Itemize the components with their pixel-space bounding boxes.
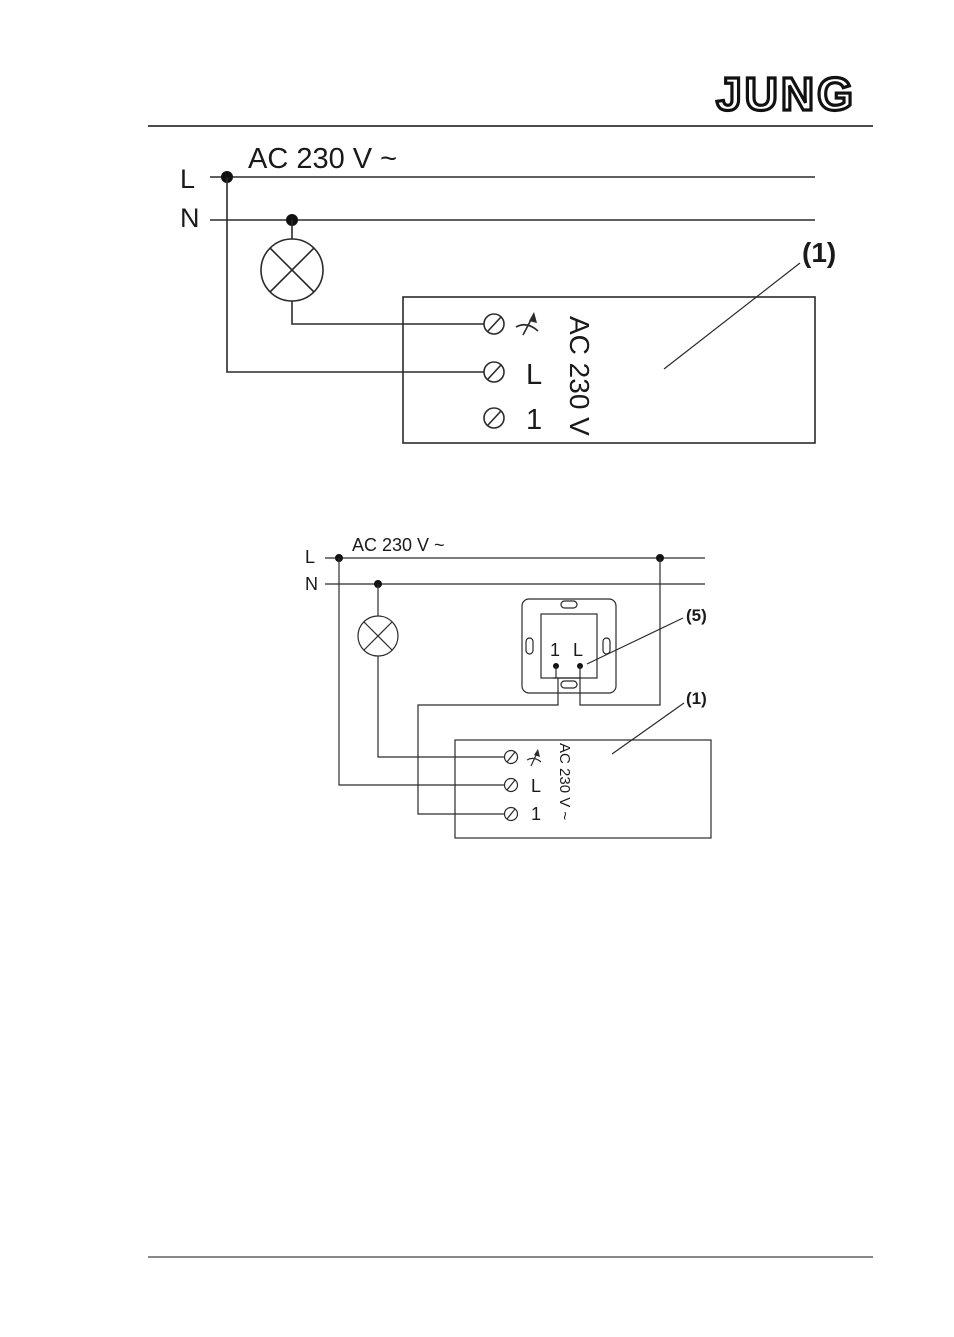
callout-leader	[586, 617, 684, 665]
supply-label: AC 230 V ~	[248, 143, 397, 175]
callout-label: (1)	[802, 237, 836, 268]
wiring-diagram-top: AC 230 V ~ L N	[180, 143, 836, 444]
screw-terminal-icon	[483, 361, 505, 383]
terminal-label: 1	[531, 804, 541, 824]
screw-terminal-icon	[503, 749, 519, 765]
extension-terminal-label: 1	[550, 640, 560, 660]
lamp-icon	[357, 615, 399, 657]
callout-leader	[611, 702, 685, 755]
actuator-device	[402, 296, 816, 444]
callout-label-extension: (5)	[686, 606, 707, 625]
screw-terminal-icon	[483, 407, 505, 429]
jung-logo: JUNG	[714, 66, 856, 121]
callout-label-device: (1)	[686, 689, 707, 708]
neutral-label: N	[305, 574, 318, 594]
jung-logo-text: JUNG	[716, 68, 856, 120]
terminal-label: L	[531, 776, 541, 796]
neutral-label: N	[180, 203, 200, 233]
actuator-device	[454, 739, 712, 839]
supply-label: AC 230 V ~	[352, 535, 445, 555]
line-label: L	[180, 164, 195, 194]
line-label: L	[305, 547, 315, 567]
device-voltage-label: AC 230 V ~	[556, 743, 573, 820]
lamp-icon	[260, 238, 324, 302]
screw-terminal-icon	[503, 806, 519, 822]
screw-terminal-icon	[503, 777, 519, 793]
extension-switch-wire	[417, 678, 559, 815]
terminal-label: L	[526, 359, 542, 391]
phase-wire	[226, 177, 484, 373]
wiring-diagram-bottom: AC 230 V ~ L N 1 L	[305, 535, 712, 839]
load-symbol-icon	[515, 312, 539, 336]
load-wire	[377, 656, 504, 758]
terminal-label: 1	[526, 404, 542, 436]
load-wire	[291, 301, 484, 325]
phase-wire	[338, 558, 504, 786]
screw-terminal-icon	[483, 313, 505, 335]
extension-terminal-label: L	[573, 640, 583, 660]
callout-leader	[663, 262, 801, 370]
load-symbol-icon	[526, 749, 542, 767]
device-voltage-label: AC 230 V	[564, 316, 595, 436]
extension-feed-wire	[553, 558, 661, 706]
extension-unit: 1 L	[521, 598, 617, 694]
